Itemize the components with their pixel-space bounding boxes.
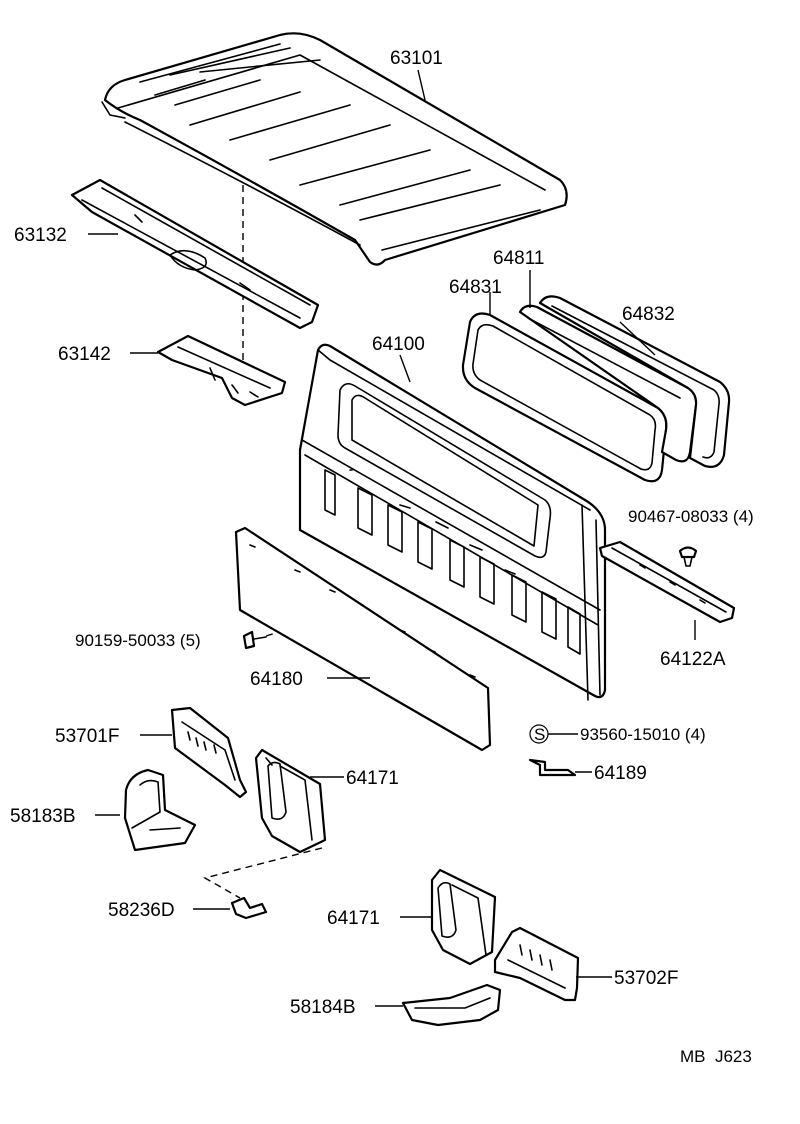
label-63132: 63132 <box>14 225 118 246</box>
label-64180: 64180 <box>250 669 370 690</box>
part-number-58184B: 58184B <box>290 997 356 1018</box>
label-64122A: 64122A <box>660 620 726 670</box>
s-mark: S <box>534 725 545 744</box>
weatherstrip-64831[interactable] <box>461 312 668 483</box>
extension-64171-upper[interactable] <box>254 748 327 854</box>
part-number-63142: 63142 <box>58 344 111 365</box>
label-64171-upper: 64171 <box>310 768 399 789</box>
part-number-90159: 90159-50033 (5) <box>75 631 201 650</box>
part-number-64122A: 64122A <box>660 649 726 670</box>
gasket-64832[interactable] <box>538 295 731 468</box>
part-number-64189: 64189 <box>594 763 647 784</box>
part-number-90467: 90467-08033 (4) <box>628 507 754 526</box>
part-number-64811: 64811 <box>493 248 544 269</box>
roof-panel-63101[interactable] <box>101 32 568 266</box>
part-number-63101: 63101 <box>390 48 443 69</box>
label-64831: 64831 <box>449 277 502 315</box>
label-53702F: 53702F <box>576 968 678 989</box>
part-number-93560: 93560-15010 (4) <box>580 725 706 744</box>
part-number-58183B: 58183B <box>10 806 76 827</box>
nut-93560: S 93560-15010 (4) <box>529 724 706 744</box>
label-90467: 90467-08033 (4) <box>628 507 754 526</box>
bracket-64122A[interactable] <box>598 540 736 624</box>
bracket-63142[interactable] <box>156 334 287 407</box>
part-number-64171-upper: 64171 <box>346 768 399 789</box>
clip-90467[interactable] <box>678 546 698 567</box>
bracket-53701F[interactable] <box>170 706 248 799</box>
bracket-58183B[interactable] <box>123 768 197 852</box>
part-number-64171-lower: 64171 <box>327 908 380 929</box>
label-64171-lower: 64171 <box>327 908 432 929</box>
label-63101: 63101 <box>390 48 443 101</box>
part-number-58236D: 58236D <box>108 900 175 921</box>
part-number-64832: 64832 <box>622 304 675 325</box>
bracket-58184B[interactable] <box>401 983 502 1027</box>
bracket-53702F[interactable] <box>493 926 580 1002</box>
bracket-64189[interactable] <box>528 758 577 777</box>
label-58236D: 58236D <box>108 900 230 921</box>
label-64189: 64189 <box>575 763 647 784</box>
screw-90159[interactable] <box>242 630 267 650</box>
part-number-64100: 64100 <box>372 334 425 355</box>
diagram-code: MB J623 <box>680 1047 752 1066</box>
label-58184B: 58184B <box>290 997 403 1018</box>
part-number-63132: 63132 <box>14 225 67 246</box>
label-53701F: 53701F <box>55 726 172 747</box>
label-64811: 64811 <box>493 248 544 308</box>
part-number-64831: 64831 <box>449 277 502 298</box>
extension-64171-lower[interactable] <box>430 868 497 966</box>
label-64832: 64832 <box>619 304 675 356</box>
part-number-64180: 64180 <box>250 669 303 690</box>
cover-plate-64180[interactable] <box>234 526 492 752</box>
alignment-line-58236D <box>203 847 323 899</box>
part-number-53702F: 53702F <box>614 968 678 989</box>
back-panel-64100[interactable] <box>298 343 607 701</box>
clip-58236D[interactable] <box>230 896 268 920</box>
label-63142: 63142 <box>58 344 158 365</box>
label-90159: 90159-50033 (5) <box>75 631 201 650</box>
roof-reinforcement-63132[interactable] <box>70 178 320 330</box>
label-64100: 64100 <box>372 334 425 383</box>
label-58183B: 58183B <box>10 806 120 827</box>
part-number-53701F: 53701F <box>55 726 119 747</box>
